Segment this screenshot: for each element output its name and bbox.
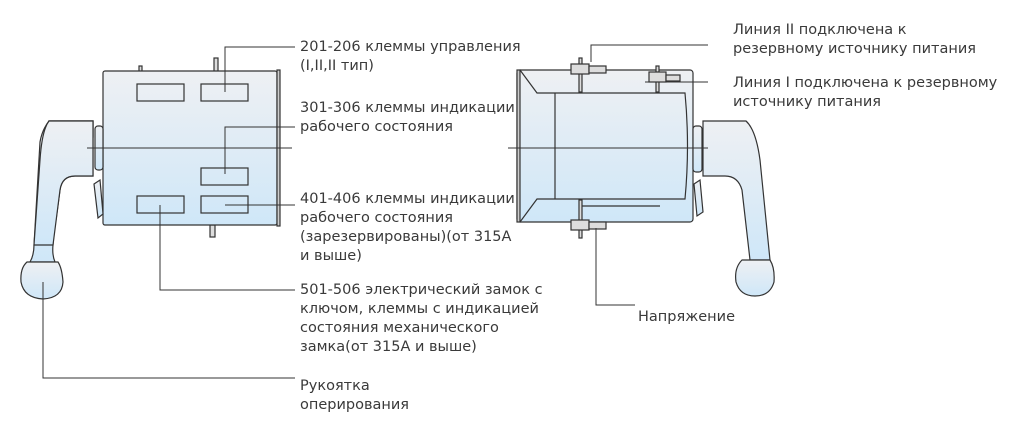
label-line1: Линия I подключена к резервному источник… [733, 75, 998, 110]
right-operating-handle [692, 120, 775, 297]
bolt-voltage [570, 199, 660, 239]
label-status-terminals: 301-306 клеммы индикации рабочего состоя… [300, 100, 515, 135]
label-electric-lock: 501-506 электрический замок с ключом, кл… [300, 282, 543, 355]
right-switch-body [516, 57, 694, 239]
label-line2: Линия II подключена к резервному источни… [733, 22, 976, 57]
left-operating-handle [20, 120, 104, 300]
leader-lines [42, 44, 708, 379]
label-voltage: Напряжение [638, 309, 736, 325]
label-operating-handle: Рукоятка оперирования [300, 378, 410, 413]
bolt-line2 [570, 57, 607, 93]
label-reserved-terminals: 401-406 клеммы индикации рабочего состоя… [300, 191, 515, 264]
label-control-terminals: 201-206 клеммы управления (I,II,II тип) [300, 39, 521, 74]
